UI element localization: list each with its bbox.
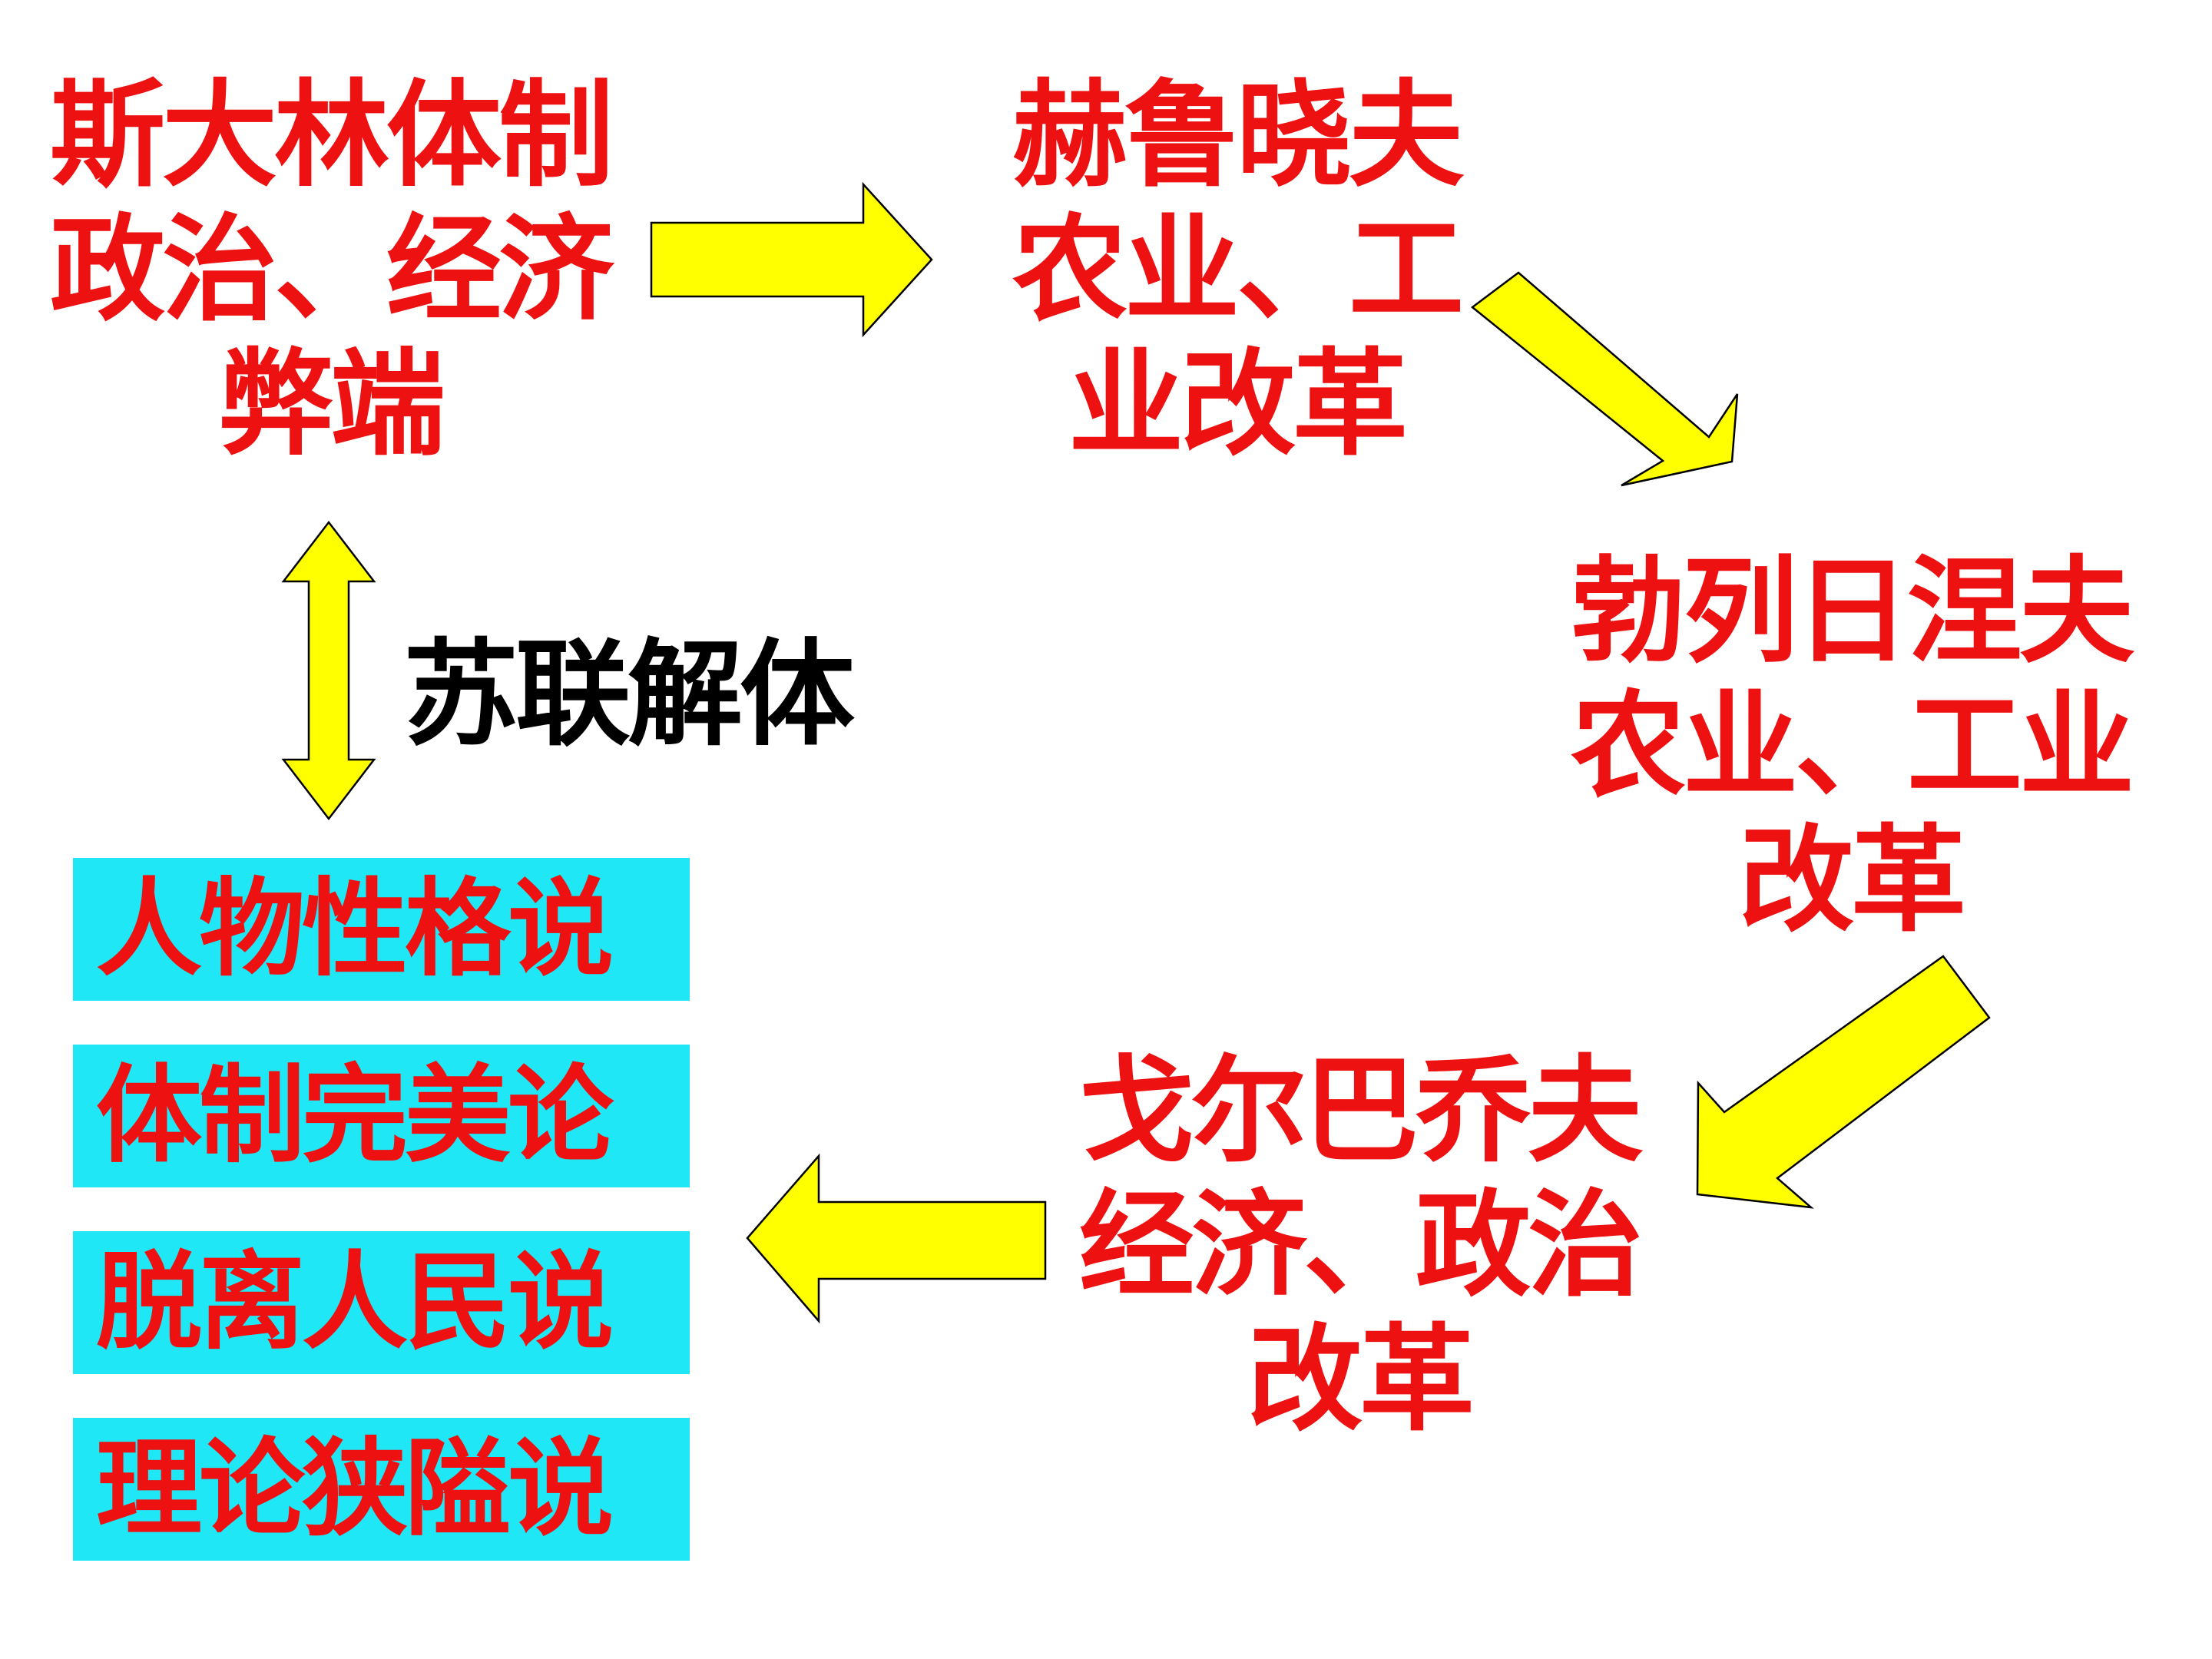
gorbachev-line-1: 戈尔巴乔夫 <box>1078 1045 1643 1178</box>
khrushchev-line-2: 农业、工 <box>1012 204 1464 337</box>
theory-box-personality: 人物性格说 <box>73 858 690 1001</box>
arrow-khrushchev-to-brezhnev <box>1470 271 1739 487</box>
stalin-system-block: 斯大林体制 政治、经济 弊端 <box>31 69 630 472</box>
brezhnev-block: 勃列日涅夫 农业、工业 改革 <box>1544 545 2158 949</box>
stalin-line-3: 弊端 <box>217 338 445 472</box>
arrow-stalin-theories-double <box>281 520 376 821</box>
gorbachev-line-2: 经济、政治 <box>1078 1179 1643 1313</box>
arrow-brezhnev-to-gorbachev <box>1696 955 1991 1209</box>
brezhnev-line-2: 农业、工业 <box>1570 680 2134 813</box>
theory-box-narrow-theory: 理论狭隘说 <box>73 1418 690 1561</box>
theory-box-detached-from-people: 脱离人民说 <box>73 1231 690 1374</box>
khrushchev-line-3: 业改革 <box>1068 338 1408 472</box>
khrushchev-block: 赫鲁晓夫 农业、工 业改革 <box>991 69 1482 472</box>
arrow-stalin-to-khrushchev <box>650 181 933 338</box>
brezhnev-line-3: 改革 <box>1738 814 1966 948</box>
gorbachev-block: 戈尔巴乔夫 经济、政治 改革 <box>1060 1045 1659 1448</box>
soviet-collapse-label: 苏联解体 <box>403 628 855 762</box>
theory-box-system-perfection: 体制完美论 <box>73 1045 690 1187</box>
gorbachev-line-3: 改革 <box>1247 1313 1475 1447</box>
brezhnev-line-1: 勃列日涅夫 <box>1570 545 2134 679</box>
arrow-gorbachev-to-theories <box>746 1153 1047 1324</box>
stalin-line-2: 政治、经济 <box>49 204 614 337</box>
khrushchev-line-1: 赫鲁晓夫 <box>1012 69 1464 203</box>
stalin-line-1: 斯大林体制 <box>49 69 614 203</box>
